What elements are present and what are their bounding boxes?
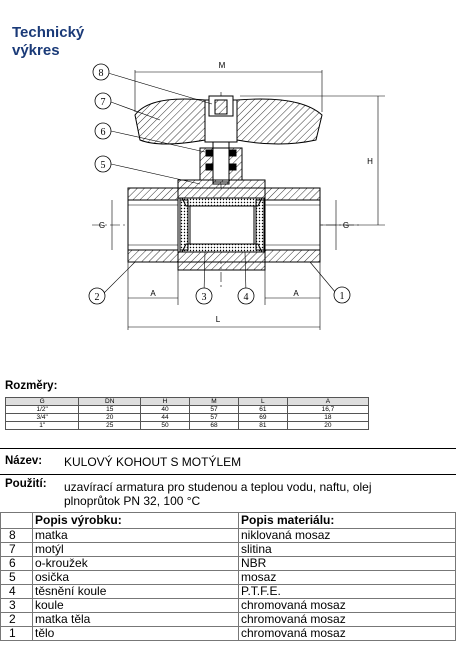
part-description: osička bbox=[32, 570, 239, 585]
table-row: 1" 25 50 68 81 20 bbox=[4, 421, 370, 430]
part-material: chromovaná mosaz bbox=[238, 626, 456, 641]
part-number: 3 bbox=[0, 598, 33, 613]
part-number: 4 bbox=[0, 584, 33, 599]
part-material: niklovaná mosaz bbox=[238, 528, 456, 543]
valve-section bbox=[92, 70, 385, 330]
parts-header-material: Popis materiálu: bbox=[238, 512, 456, 529]
parts-header-num bbox=[0, 512, 33, 529]
part-description: těsnění koule bbox=[32, 584, 239, 599]
dimension-labels: M H G G A A L bbox=[99, 61, 373, 324]
table-row: 2 matka těla chromovaná mosaz bbox=[0, 612, 456, 627]
divider bbox=[0, 448, 456, 449]
table-row: 5 osička mosaz bbox=[0, 570, 456, 585]
part-number: 8 bbox=[0, 528, 33, 543]
table-row: 6 o-kroužek NBR bbox=[0, 556, 456, 571]
callout-5: 5 bbox=[101, 160, 106, 171]
callout-8: 8 bbox=[99, 68, 104, 79]
part-material: mosaz bbox=[238, 570, 456, 585]
part-material: chromovaná mosaz bbox=[238, 598, 456, 613]
title-line-2: výkres bbox=[12, 42, 60, 59]
dim-h: H bbox=[367, 157, 373, 166]
table-cell: 1/2" bbox=[4, 405, 80, 414]
callout-1: 1 bbox=[340, 291, 345, 302]
table-cell: 16,7 bbox=[286, 405, 370, 414]
dim-a-left: A bbox=[150, 289, 156, 298]
usage-line-1: uzavírací armatura pro studenou a teplou… bbox=[64, 480, 372, 494]
table-row: 4 těsnění koule P.T.F.E. bbox=[0, 584, 456, 599]
part-material: chromovaná mosaz bbox=[238, 612, 456, 627]
part-number: 1 bbox=[0, 626, 33, 641]
parts-header-product: Popis výrobku: bbox=[32, 512, 239, 529]
callout-3: 3 bbox=[202, 292, 207, 303]
dim-header-l: L bbox=[237, 397, 288, 406]
part-description: tělo bbox=[32, 626, 239, 641]
part-material: slitina bbox=[238, 542, 456, 557]
dimensions-label: Rozměry: bbox=[5, 380, 58, 392]
table-row: 3 koule chromovaná mosaz bbox=[0, 598, 456, 613]
table-cell: 40 bbox=[140, 405, 190, 414]
callout-7: 7 bbox=[101, 97, 106, 108]
part-number: 2 bbox=[0, 612, 33, 627]
table-cell: 50 bbox=[140, 421, 190, 430]
table-row: 1 tělo chromovaná mosaz bbox=[0, 626, 456, 641]
name-label: Název: bbox=[5, 455, 43, 467]
part-number: 5 bbox=[0, 570, 33, 585]
table-cell: 57 bbox=[188, 413, 239, 422]
dim-header-g: G bbox=[4, 397, 80, 406]
table-cell: 1" bbox=[4, 421, 80, 430]
dimensions-header-row: G DN H M L A bbox=[4, 397, 370, 406]
usage-label: Použití: bbox=[5, 478, 47, 490]
table-cell: 57 bbox=[188, 405, 239, 414]
dim-m: M bbox=[219, 61, 226, 70]
dim-header-m: M bbox=[188, 397, 239, 406]
callout-group: 8 7 6 5 2 3 4 1 bbox=[88, 63, 351, 305]
table-cell: 20 bbox=[286, 421, 370, 430]
table-cell: 3/4" bbox=[4, 413, 80, 422]
table-cell: 25 bbox=[78, 421, 142, 430]
dim-g-left: G bbox=[99, 221, 105, 230]
parts-table: Popis výrobku: Popis materiálu: 8 matka … bbox=[0, 512, 456, 641]
part-description: matka těla bbox=[32, 612, 239, 627]
page-title: Technický výkres bbox=[12, 24, 84, 60]
divider bbox=[0, 474, 456, 475]
table-cell: 81 bbox=[237, 421, 288, 430]
callout-6: 6 bbox=[101, 127, 106, 138]
table-cell: 61 bbox=[237, 405, 288, 414]
table-cell: 68 bbox=[188, 421, 239, 430]
table-row: 1/2" 15 40 57 61 16,7 bbox=[4, 405, 370, 414]
part-number: 6 bbox=[0, 556, 33, 571]
dim-l: L bbox=[216, 315, 221, 324]
table-cell: 20 bbox=[78, 413, 142, 422]
technical-drawing: 8 7 6 5 2 3 4 1 M H G G A A L bbox=[88, 61, 385, 330]
callout-2: 2 bbox=[95, 292, 100, 303]
parts-header-row: Popis výrobku: Popis materiálu: bbox=[0, 512, 456, 529]
table-row: 3/4" 20 44 57 69 18 bbox=[4, 413, 370, 422]
table-cell: 44 bbox=[140, 413, 190, 422]
part-description: o-kroužek bbox=[32, 556, 239, 571]
dim-a-right: A bbox=[293, 289, 299, 298]
dim-header-h: H bbox=[140, 397, 190, 406]
part-description: motýl bbox=[32, 542, 239, 557]
table-cell: 15 bbox=[78, 405, 142, 414]
table-cell: 69 bbox=[237, 413, 288, 422]
table-cell: 18 bbox=[286, 413, 370, 422]
part-description: matka bbox=[32, 528, 239, 543]
part-number: 7 bbox=[0, 542, 33, 557]
dim-g-right: G bbox=[343, 221, 349, 230]
table-row: 7 motýl slitina bbox=[0, 542, 456, 557]
part-material: NBR bbox=[238, 556, 456, 571]
title-line-1: Technický bbox=[12, 24, 85, 41]
table-row: 8 matka niklovaná mosaz bbox=[0, 528, 456, 543]
dim-header-a: A bbox=[286, 397, 370, 406]
part-description: koule bbox=[32, 598, 239, 613]
dimensions-table: G DN H M L A 1/2" 15 40 57 61 16,7 3/4" … bbox=[4, 397, 370, 430]
part-material: P.T.F.E. bbox=[238, 584, 456, 599]
product-name: KULOVÝ KOHOUT S MOTÝLEM bbox=[64, 455, 242, 469]
callout-4: 4 bbox=[244, 292, 249, 303]
usage-line-2: plnoprůtok PN 32, 100 °C bbox=[64, 494, 201, 508]
dim-header-dn: DN bbox=[78, 397, 142, 406]
